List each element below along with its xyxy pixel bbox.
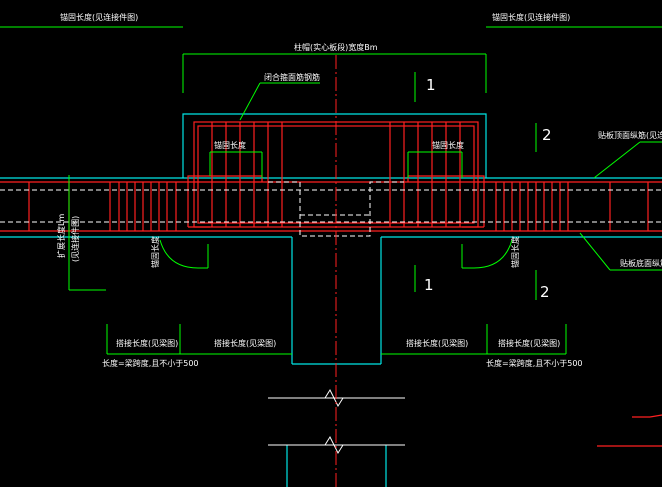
drawing-labels: 锚固长度(见连接件图) 锚固长度(见连接件图) 柱帽(实心板段)宽度Bm 闭合箍… <box>56 12 662 368</box>
label-bottom-left-2: 搭接长度(见梁图) <box>214 338 276 348</box>
section-mark-2-top: 2 <box>542 126 552 144</box>
concrete-outline <box>0 113 662 487</box>
label-vertical-left-2: (见连接件图) <box>70 216 80 262</box>
label-closed-bar: 闭合箍面筋钢筋 <box>264 72 320 82</box>
break-lines <box>268 388 405 455</box>
section-mark-1-top: 1 <box>426 76 436 94</box>
rebar-longitudinal <box>0 121 662 232</box>
label-vertical-anchor-left: 锚固长度 <box>150 236 160 268</box>
dimension-lines <box>0 26 662 355</box>
label-vertical-anchor-right: 锚固长度 <box>510 236 520 268</box>
label-note-right: 长度=梁跨度,且不小于500 <box>486 358 583 368</box>
label-bottom-left-1: 搭接长度(见梁图) <box>116 338 178 348</box>
label-slab-top-bar: 贴板顶面纵筋(见连接件图) <box>598 130 662 140</box>
rebar-anchor-bars <box>187 175 485 228</box>
rebar-stirrups <box>28 122 649 231</box>
section-mark-2-bottom: 2 <box>540 283 550 301</box>
label-slab-bottom-bar: 贴板底面纵筋(见连接件图) <box>620 258 662 268</box>
hidden-lines <box>0 181 662 237</box>
label-note-left: 长度=梁跨度,且不小于500 <box>102 358 199 368</box>
label-anchor-left: 锚固长度 <box>214 140 246 150</box>
label-anchor-right: 锚固长度 <box>432 140 464 150</box>
label-top-right: 锚固长度(见连接件图) <box>492 12 570 22</box>
label-vertical-left-1: 扩展长度Lm <box>56 214 66 258</box>
label-top-left: 锚固长度(见连接件图) <box>60 12 138 22</box>
section-mark-1-bottom: 1 <box>424 276 434 294</box>
label-bottom-right-2: 搭接长度(见梁图) <box>498 338 560 348</box>
label-cap-width: 柱帽(实心板段)宽度Bm <box>294 42 378 52</box>
label-bottom-right-1: 搭接长度(见梁图) <box>406 338 468 348</box>
